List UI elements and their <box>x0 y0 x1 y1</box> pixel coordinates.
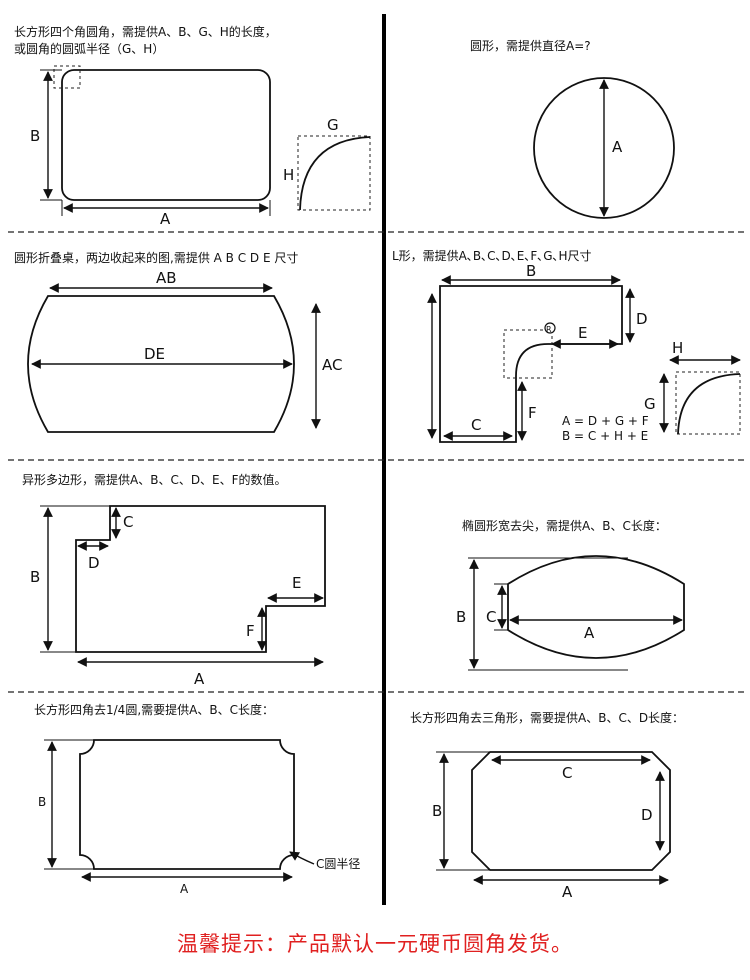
label-b: B <box>526 262 536 280</box>
corner-highlight <box>503 329 553 379</box>
caption: 椭圆形宽去尖，需提供A、B、C长度： <box>462 518 667 533</box>
label-a: A <box>194 670 205 688</box>
corner-arc <box>299 136 371 211</box>
panel-circle: 圆形，需提供直径A=? A <box>470 38 675 219</box>
label-h: H <box>672 339 683 357</box>
radius-marker <box>544 322 556 334</box>
label-d: D <box>636 310 648 328</box>
corner-detail-box <box>297 135 371 211</box>
label-ac: AC <box>322 356 342 374</box>
caption: 圆形，需提供直径A=? <box>470 38 591 53</box>
label-de: DE <box>144 345 165 363</box>
caption-line-2: 或圆角的圆弧半径（G、H） <box>14 41 164 56</box>
label-a: A <box>160 210 171 228</box>
panel-triangle-corners: 长方形四角去三角形，需要提供A、B、C、D长度： C D B A <box>410 710 684 901</box>
label-r: R <box>546 325 552 334</box>
label-g: G <box>644 395 656 413</box>
caption: 圆形折叠桌，两边收起来的图,需提供 A B C D E 尺寸 <box>14 250 298 265</box>
label-f: F <box>528 404 537 422</box>
label-c: C <box>123 513 133 531</box>
caption: 长方形四角去1/4圆,需要提供A、B、C长度： <box>34 702 274 717</box>
panel-ellipse-cut: 椭圆形宽去尖，需提供A、B、C长度： B C A <box>456 518 685 671</box>
label-d: D <box>641 806 653 824</box>
rounded-rectangle-shape <box>61 69 271 201</box>
label-b: B <box>432 802 442 820</box>
label-f: F <box>246 622 255 640</box>
panel-rounded-rect: 长方形四个角圆角，需提供A、B、G、H的长度， 或圆角的圆弧半径（G、H） B … <box>14 24 371 228</box>
panel-l-shape: L形，需提供A､B､C､D､E､F､G､H尺寸 B D E R F C A = … <box>392 248 741 443</box>
label-h: H <box>283 166 294 184</box>
label-a: A <box>584 624 595 642</box>
corner-highlight <box>53 65 81 89</box>
corner-arc <box>677 373 741 435</box>
label-c: C <box>562 764 572 782</box>
label-b: B <box>38 795 46 809</box>
caption: 长方形四角去三角形，需要提供A、B、C、D长度： <box>410 710 684 725</box>
label-a: A <box>562 883 573 901</box>
label-a: A <box>180 882 189 896</box>
caption: 异形多边形，需提供A、B、C、D、E、F的数值。 <box>22 472 287 487</box>
octagon-shape <box>471 751 671 871</box>
label-a: A <box>612 138 623 156</box>
label-d: D <box>88 554 100 572</box>
panel-irregular: 异形多边形，需提供A、B、C、D、E、F的数值。 B A C D E F <box>22 472 326 688</box>
corner-detail-box <box>675 371 741 435</box>
label-g: G <box>327 116 339 134</box>
label-e: E <box>578 324 587 342</box>
label-ab: AB <box>156 269 177 287</box>
label-b: B <box>30 127 40 145</box>
ellipse-shape <box>507 555 685 659</box>
formula-a: A = D + G + F <box>562 414 649 428</box>
label-c: C <box>471 416 481 434</box>
label-c: C圆半径 <box>316 857 360 871</box>
polygon-shape <box>75 505 326 653</box>
circle-shape <box>533 77 675 219</box>
formula-b: B = C + H + E <box>562 429 648 443</box>
caption-line-1: 长方形四个角圆角，需提供A、B、G、H的长度， <box>14 24 277 39</box>
panel-folding-table: 圆形折叠桌，两边收起来的图,需提供 A B C D E 尺寸 AB DE AC <box>14 250 342 433</box>
rectangle-shape <box>79 739 295 870</box>
label-c: C <box>486 608 496 626</box>
footer-notice: 温馨提示：产品默认一元硬币圆角发货。 <box>177 932 573 956</box>
caption: L形，需提供A､B､C､D､E､F､G､H尺寸 <box>392 248 592 263</box>
panel-quarter-circle: 长方形四角去1/4圆,需要提供A、B、C长度： B A C圆半径 <box>34 702 360 896</box>
label-b: B <box>30 568 40 586</box>
pointer-c <box>289 851 315 865</box>
folding-table-shape <box>27 295 295 433</box>
label-b: B <box>456 608 466 626</box>
label-e: E <box>292 574 301 592</box>
